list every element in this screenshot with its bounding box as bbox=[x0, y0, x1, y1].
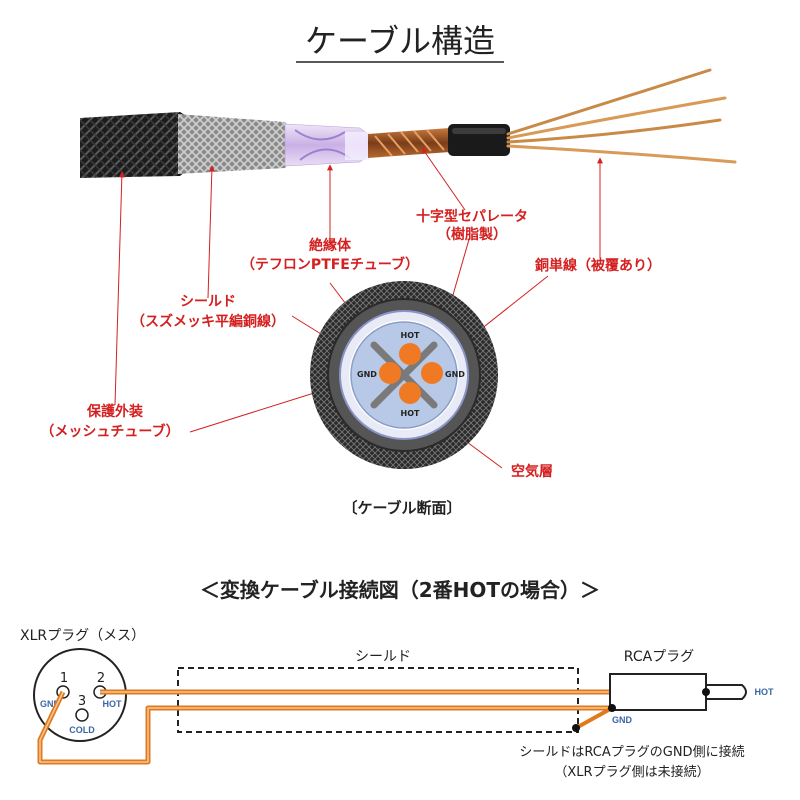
xlr-pin-gnd-label: GND bbox=[40, 699, 61, 709]
xlr-pin-hot-label: HOT bbox=[103, 699, 123, 709]
rca-hot-label: HOT bbox=[755, 687, 775, 697]
cs-hot-bottom: HOT bbox=[401, 409, 420, 418]
label-jacket-line2: （メッシュチューブ） bbox=[40, 423, 179, 440]
cs-cross-separator bbox=[370, 341, 438, 409]
cs-gnd-right: GND bbox=[445, 370, 465, 379]
label-insulator-line1: 絶縁体 bbox=[309, 237, 352, 254]
rca-plug-label: RCAプラグ bbox=[624, 649, 694, 665]
xlr-pin-3-number: 3 bbox=[78, 694, 86, 709]
xlr-connector bbox=[33, 648, 127, 742]
ptfe-end bbox=[345, 132, 370, 160]
callout-arrows bbox=[114, 147, 603, 469]
wire-shield-drain bbox=[575, 706, 613, 730]
wiring-diagram: ＜変換ケーブル接続図（2番HOTの場合）＞ XLRプラグ（メス） 1 2 3 G… bbox=[20, 578, 774, 780]
cs-conductor-bottom bbox=[399, 382, 421, 404]
cs-hot-top: HOT bbox=[401, 331, 420, 340]
cs-conductor-top bbox=[399, 343, 421, 365]
label-insulator-line2: （テフロンPTFEチューブ） bbox=[241, 256, 419, 273]
xlr-pin-1-number: 1 bbox=[60, 671, 68, 686]
cs-conductor-left bbox=[379, 362, 401, 384]
shield-braid bbox=[178, 114, 292, 174]
callout-labels: 十字型セパレータ （樹脂製） 絶縁体 （テフロンPTFEチューブ） 銅単線（被覆… bbox=[40, 208, 661, 480]
cable-illustration bbox=[80, 68, 737, 178]
label-shield-line2: （スズメッキ平編銅線） bbox=[131, 313, 285, 330]
rca-plug-body bbox=[609, 673, 707, 711]
title-block: ケーブル構造 bbox=[296, 22, 504, 63]
shield-note-line2: （XLRプラグ側は未接続） bbox=[554, 764, 709, 780]
xlr-pin-cold-label: COLD bbox=[69, 725, 95, 735]
label-shield-line1: シールド bbox=[180, 294, 236, 310]
xlr-pin-3 bbox=[75, 708, 89, 722]
rca-hot-dot bbox=[702, 688, 710, 696]
label-separator-line1: 十字型セパレータ bbox=[416, 208, 528, 225]
shield-label: シールド bbox=[355, 649, 411, 665]
shield-note-line1: シールドはRCAプラグのGND側に接続 bbox=[519, 744, 744, 760]
label-air-layer: 空気層 bbox=[511, 463, 553, 480]
label-separator-line2: （樹脂製） bbox=[437, 226, 507, 243]
cs-caption: 〔ケーブル断面〕 bbox=[342, 499, 461, 517]
rca-plug-pin bbox=[705, 684, 747, 700]
diagram-title: ケーブル構造 bbox=[305, 22, 495, 60]
wire-gnd bbox=[37, 690, 612, 765]
label-jacket-line1: 保護外装 bbox=[86, 403, 144, 420]
cs-conductor-right bbox=[421, 362, 443, 384]
rca-gnd-label: GND bbox=[612, 715, 633, 725]
shield-box bbox=[177, 667, 579, 733]
jacket-mesh bbox=[80, 112, 190, 178]
xlr-plug-label: XLRプラグ（メス） bbox=[20, 628, 145, 644]
shield-drain-dot bbox=[572, 724, 580, 732]
label-conductor: 銅単線（被覆あり） bbox=[535, 257, 661, 274]
conductor-strands bbox=[506, 68, 737, 164]
cross-section: HOT HOT GND GND 〔ケーブル断面〕 bbox=[310, 281, 498, 517]
cs-gnd-left: GND bbox=[357, 370, 377, 379]
rca-gnd-dot bbox=[608, 704, 616, 712]
xlr-pin-2-number: 2 bbox=[97, 671, 105, 686]
wiring-heading: ＜変換ケーブル接続図（2番HOTの場合）＞ bbox=[200, 578, 600, 602]
